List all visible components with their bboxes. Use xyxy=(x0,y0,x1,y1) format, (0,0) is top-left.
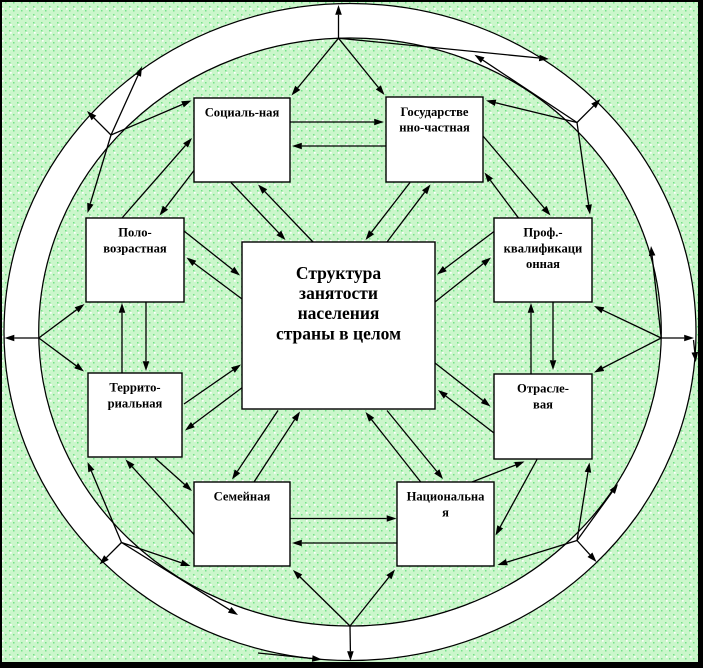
svg-text:страны в целом: страны в целом xyxy=(276,323,401,343)
svg-text:Поло-: Поло- xyxy=(118,225,151,239)
svg-text:Структура: Структура xyxy=(296,263,381,283)
svg-text:Проф.-: Проф.- xyxy=(523,225,562,239)
svg-text:Семейная: Семейная xyxy=(214,489,271,503)
svg-text:Государстве: Государстве xyxy=(401,105,469,119)
svg-text:нно-частная: нно-частная xyxy=(399,121,470,135)
svg-text:вая: вая xyxy=(533,397,553,411)
svg-text:занятости: занятости xyxy=(299,283,378,303)
svg-text:Террито-: Террито- xyxy=(109,380,160,394)
svg-text:онная: онная xyxy=(526,257,560,271)
svg-text:Отрасле-: Отрасле- xyxy=(517,381,569,395)
svg-text:населения: населения xyxy=(298,303,380,323)
svg-text:квалификаци: квалификаци xyxy=(504,241,583,255)
svg-text:Социаль-ная: Социаль-ная xyxy=(205,106,280,120)
svg-text:риальная: риальная xyxy=(108,396,163,410)
svg-text:возрастная: возрастная xyxy=(103,242,167,256)
svg-text:Национальна: Национальна xyxy=(407,489,486,503)
svg-text:я: я xyxy=(442,505,449,519)
